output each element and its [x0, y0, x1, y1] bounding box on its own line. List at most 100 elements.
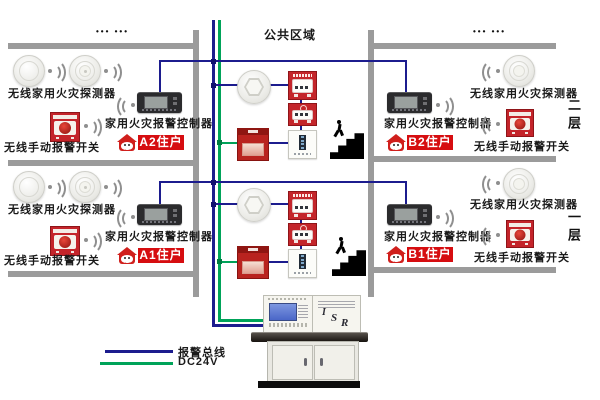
house-icon	[117, 247, 137, 264]
input-output-module-icon	[288, 130, 317, 159]
wireless-signal-icon	[482, 113, 503, 138]
controller-label: 家用火灾报警控制器	[384, 118, 492, 130]
manual-call-point-icon	[288, 191, 317, 220]
alarm-bus-to-cabinet	[212, 324, 263, 327]
alarm-controller-icon	[387, 204, 432, 225]
dc24v-vertical	[218, 20, 221, 322]
alarm-button-icon	[288, 223, 317, 246]
wireless-signal-icon	[482, 60, 503, 85]
smoke-detector-icon	[237, 188, 271, 222]
floor2-detector-wire	[214, 84, 238, 86]
floor1-module-link	[300, 243, 302, 251]
cabinet-left-panel	[263, 295, 313, 334]
wireless-signal-icon	[104, 60, 122, 85]
wall-bottom-right	[374, 267, 556, 273]
house-icon	[386, 134, 406, 151]
floor2-module-link	[300, 123, 302, 132]
person-icon	[334, 237, 346, 255]
detector-label: 无线家用火灾探测器	[470, 88, 578, 100]
detector-label: 无线家用火灾探测器	[8, 88, 116, 100]
legend-dc24v-line	[100, 362, 173, 365]
junction	[211, 202, 216, 207]
dc24v-to-cabinet	[218, 319, 263, 322]
legend-dc24v-label: DC24V	[178, 356, 219, 368]
smoke-detector-icon	[13, 171, 45, 203]
junction	[211, 83, 216, 88]
floor-label-first: 一层	[566, 210, 581, 246]
cabinet-door-left	[272, 345, 313, 380]
floor1-detector-callpoint-wire	[268, 203, 289, 205]
controller-label: 家用火灾报警控制器	[105, 118, 213, 130]
house-icon	[117, 134, 137, 151]
switch-label: 无线手动报警开关	[4, 255, 100, 267]
cabinet-body	[267, 341, 359, 383]
door-handle	[320, 358, 323, 366]
detector-hex-pattern	[244, 78, 264, 96]
wireless-signal-icon	[48, 176, 66, 201]
junction	[217, 259, 222, 264]
floor2-drop-b2	[405, 60, 407, 96]
floor2-detector-callpoint-wire	[268, 84, 289, 86]
wall-mid-left	[8, 160, 193, 166]
floor1-strobe-module-wire	[266, 261, 289, 263]
household-badge-a2: A2住户	[138, 135, 184, 150]
public-area-label: 公共区域	[264, 28, 317, 42]
cabinet-right-panel: I S R	[312, 295, 361, 334]
floor2-callpoint-link	[300, 98, 302, 105]
floor1-drop-b1	[405, 181, 407, 208]
alarm-controller-icon	[137, 204, 182, 225]
door-handle	[304, 358, 307, 366]
floor1-strobe-power	[220, 261, 237, 263]
detector-hex-pattern	[244, 196, 264, 214]
smoke-detector-icon	[13, 55, 45, 87]
switch-label: 无线手动报警开关	[474, 252, 570, 264]
floor2-strobe-module-wire	[266, 142, 289, 144]
detector-label: 无线家用火灾探测器	[470, 199, 578, 211]
ellipsis-right: ••• •••	[473, 27, 507, 36]
switch-label: 无线手动报警开关	[474, 141, 570, 153]
wireless-signal-icon	[117, 206, 138, 231]
wireless-signal-icon	[117, 94, 138, 119]
ellipsis-left: ••• •••	[96, 27, 130, 36]
house-icon	[386, 246, 406, 263]
floor1-bus-wire	[159, 181, 407, 183]
controller-label: 家用火灾报警控制器	[105, 231, 213, 243]
manual-alarm-switch-icon	[506, 109, 534, 137]
smoke-detector-icon	[69, 55, 101, 87]
wireless-signal-icon	[84, 229, 102, 254]
manual-alarm-switch-icon	[506, 220, 534, 248]
stairs-icon	[332, 237, 366, 276]
manual-call-point-icon	[288, 71, 317, 100]
wireless-signal-icon	[436, 206, 454, 231]
wall-bottom-left	[8, 271, 193, 277]
cabinet-logo-r: R	[341, 317, 349, 329]
smoke-detector-icon	[503, 168, 535, 200]
manual-alarm-switch-icon	[50, 226, 80, 256]
smoke-detector-icon	[237, 70, 271, 104]
wireless-signal-icon	[482, 224, 503, 249]
junction	[211, 59, 216, 64]
junction	[211, 180, 216, 185]
controller-label: 家用火灾报警控制器	[384, 231, 492, 243]
wall-mid-right	[374, 156, 556, 162]
wall-top-left	[8, 43, 196, 49]
alarm-controller-icon	[137, 92, 182, 113]
wall-vertical-right	[368, 30, 374, 297]
floor1-detector-wire	[214, 203, 238, 205]
person-icon	[332, 120, 344, 138]
floor2-strobe-power	[220, 142, 237, 144]
wireless-signal-icon	[436, 94, 454, 119]
household-badge-b2: B2住户	[407, 135, 453, 150]
floor-label-second: 二层	[566, 98, 581, 134]
junction	[217, 140, 222, 145]
smoke-detector-icon	[69, 171, 101, 203]
alarm-bus-vertical	[212, 20, 215, 327]
cabinet-screen	[269, 303, 297, 321]
floor1-callpoint-link	[300, 218, 302, 225]
switch-label: 无线手动报警开关	[4, 142, 100, 154]
cabinet-door-right	[314, 345, 355, 380]
input-output-module-icon	[288, 249, 317, 278]
floor2-drop-a2	[159, 60, 161, 94]
alarm-controller-icon	[387, 92, 432, 113]
